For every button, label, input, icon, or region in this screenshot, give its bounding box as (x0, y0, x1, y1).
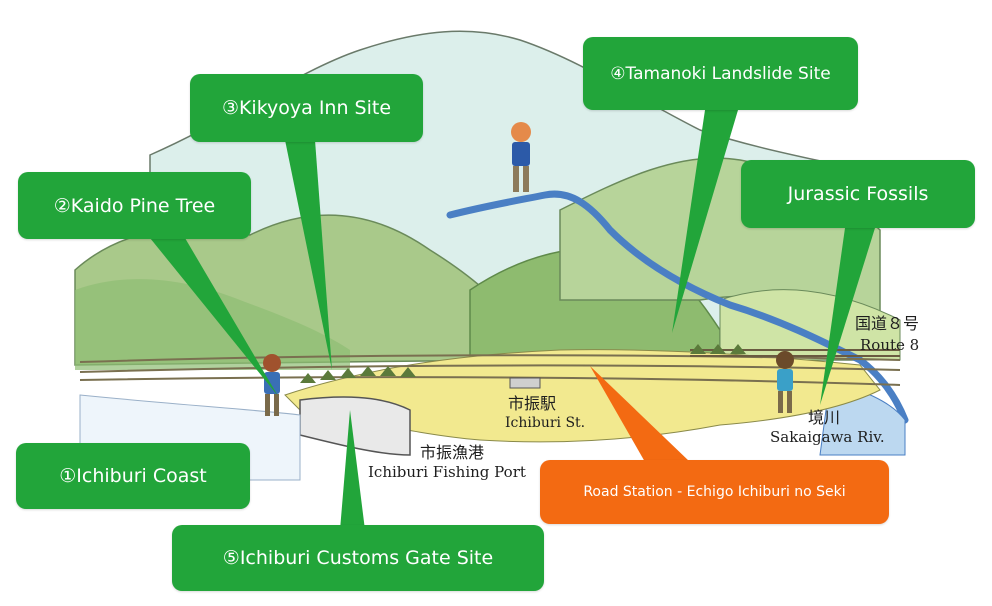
river (446, 190, 909, 424)
callout-tamanoki-landslide-site[interactable]: ④Tamanoki Landslide Site (583, 37, 858, 110)
hiker-figure-left (263, 354, 281, 416)
pointer-customs (340, 410, 365, 530)
river-jp-label: 境川 (808, 408, 841, 427)
route8-jp-label: 国道８号 (855, 314, 920, 333)
callout-jurassic-fossils[interactable]: Jurassic Fossils (741, 160, 975, 228)
callout-label: ①Ichiburi Coast (59, 465, 207, 487)
river-en-label: Sakaigawa Riv. (770, 428, 885, 446)
callout-label: ②Kaido Pine Tree (53, 194, 216, 217)
callout-label: ⑤Ichiburi Customs Gate Site (222, 547, 494, 569)
callout-kaido-pine-tree[interactable]: ②Kaido Pine Tree (18, 172, 251, 239)
callout-kikyoya-inn-site[interactable]: ③Kikyoya Inn Site (190, 74, 423, 142)
pine-tree-icon (300, 344, 746, 383)
hiker-figure-right (776, 351, 794, 413)
railway-track (79, 354, 901, 386)
callout-label: Road Station - Echigo Ichiburi no Seki (583, 484, 846, 500)
route8-en-label: Route 8 (860, 336, 920, 354)
pointer-jurassic (820, 228, 875, 405)
pointer-kaido-pine (150, 238, 278, 396)
station-en-label: Ichiburi St. (505, 415, 586, 431)
pointer-kikyoya (285, 140, 332, 370)
port-jp-label: 市振漁港 (420, 443, 485, 462)
right-slope (719, 289, 901, 361)
pointer-tamanoki (672, 110, 738, 333)
callout-label: ④Tamanoki Landslide Site (610, 63, 831, 84)
station-building (509, 377, 541, 389)
left-hills-shade (75, 279, 350, 370)
callout-pointers (150, 110, 875, 530)
port-en-label: Ichiburi Fishing Port (368, 463, 526, 481)
port-area (299, 396, 411, 456)
station-jp-label: 市振駅 (508, 394, 557, 413)
callout-ichiburi-coast[interactable]: ①Ichiburi Coast (16, 443, 250, 509)
lowland-plain (284, 349, 881, 443)
callout-ichiburi-customs-gate-site[interactable]: ⑤Ichiburi Customs Gate Site (172, 525, 544, 591)
callout-label: ③Kikyoya Inn Site (221, 97, 392, 119)
callout-label: Jurassic Fossils (787, 183, 929, 205)
hiker-figure (511, 122, 531, 192)
route8-bridge (690, 349, 900, 357)
callout-road-station[interactable]: Road Station - Echigo Ichiburi no Seki (540, 460, 889, 524)
pointer-road-station (590, 366, 690, 462)
